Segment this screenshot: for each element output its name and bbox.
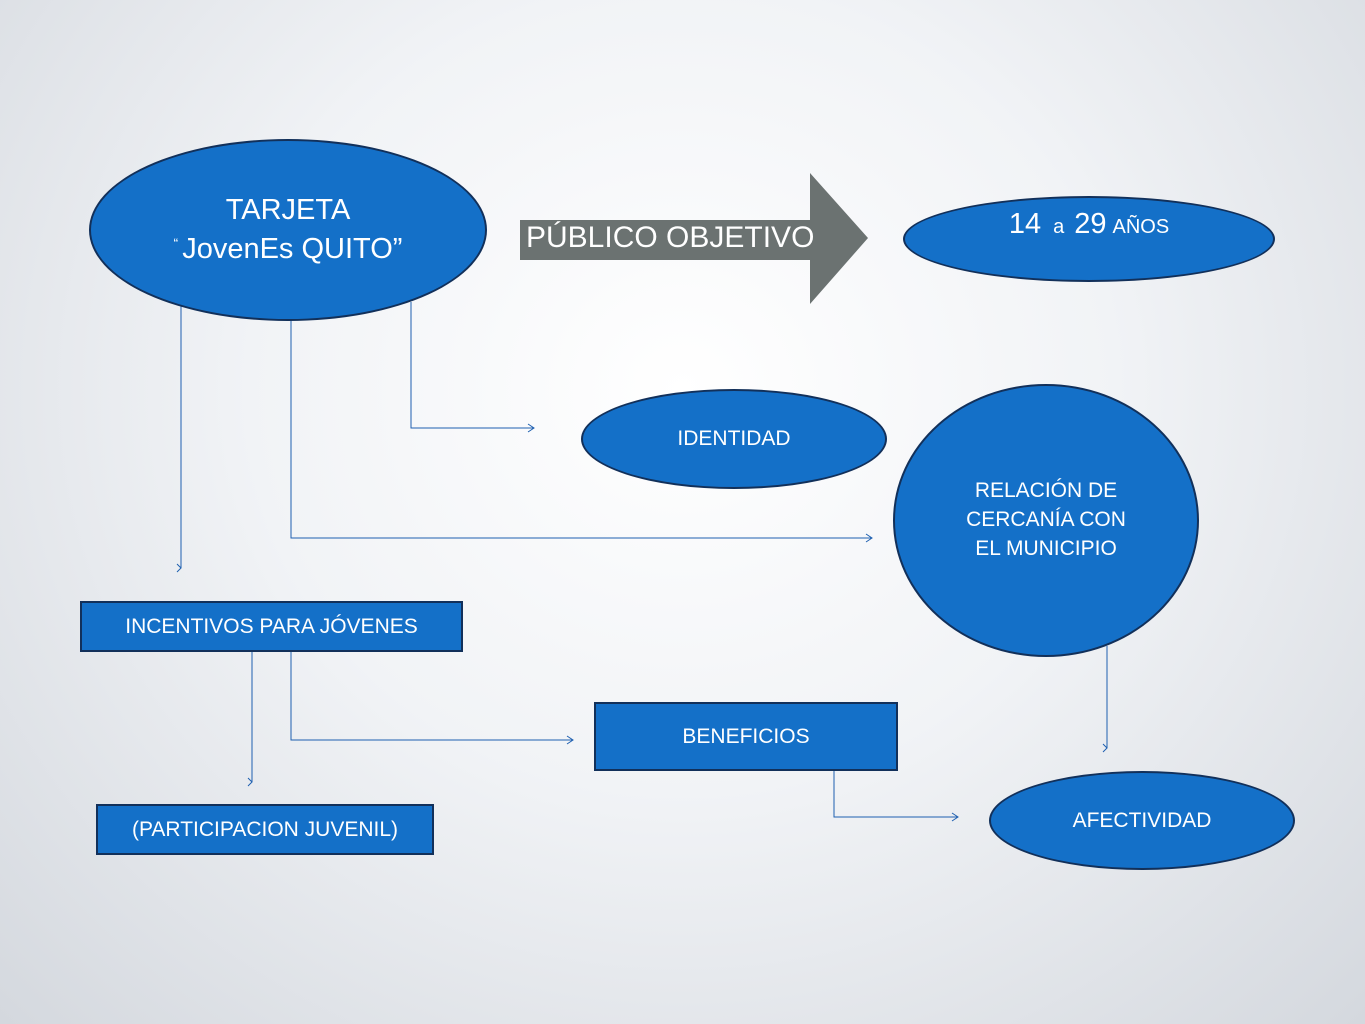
edad-from: 14: [1008, 208, 1042, 240]
beneficios-node: BENEFICIOS: [594, 702, 898, 771]
afectividad-label: AFECTIVIDAD: [1072, 808, 1212, 832]
connector-tarjeta-identidad-arrowhead: [527, 423, 535, 433]
afectividad-node: AFECTIVIDAD: [989, 771, 1295, 870]
connector-tarjeta-relacion: [290, 318, 872, 539]
relacion-node: RELACIÓN DE CERCANÍA CON EL MUNICIPIO: [893, 384, 1199, 657]
beneficios-label: BENEFICIOS: [682, 724, 810, 748]
edad-node: 14 a 29 AÑOS: [903, 196, 1275, 282]
connector-incentivos-participacion-arrowhead: [247, 777, 253, 787]
participacion-label: (PARTICIPACION JUVENIL): [131, 817, 399, 841]
relacion-line1: RELACIÓN DE: [974, 479, 1118, 503]
connector-beneficios-afectividad: [833, 770, 958, 818]
participacion-node: (PARTICIPACION JUVENIL): [96, 804, 434, 855]
publico-objetivo-arrow: [520, 173, 868, 304]
incentivos-label: INCENTIVOS PARA JÓVENES: [125, 614, 418, 638]
edad-to: 29: [1074, 208, 1107, 240]
tarjeta-subtitle: “JovenEs QUITO”: [174, 230, 403, 269]
connector-incentivos-beneficios: [290, 652, 573, 741]
incentivos-node: INCENTIVOS PARA JÓVENES: [80, 601, 463, 652]
connector-relacion-afectividad-arrowhead: [1102, 743, 1108, 753]
tarjeta-title: TARJETA: [225, 193, 351, 226]
publico-objetivo-label: PÚBLICO OBJETIVO: [526, 221, 815, 254]
edad-unit: AÑOS: [1112, 216, 1170, 238]
tarjeta-open-quote: “: [173, 235, 179, 251]
tarjeta-name: JovenEs QUITO”: [182, 233, 403, 265]
identidad-node: IDENTIDAD: [581, 389, 887, 489]
connector-beneficios-afectividad-arrowhead: [951, 812, 959, 822]
identidad-label: IDENTIDAD: [677, 427, 791, 450]
relacion-line3: EL MUNICIPIO: [975, 536, 1117, 560]
connector-tarjeta-relacion-arrowhead: [865, 533, 873, 543]
connector-tarjeta-incentivos-arrowhead: [176, 563, 182, 573]
edad-sep: a: [1053, 216, 1065, 238]
connector-tarjeta-identidad: [410, 302, 534, 429]
tarjeta-node: TARJETA “JovenEs QUITO”: [89, 139, 487, 321]
relacion-line2: CERCANÍA CON: [966, 508, 1126, 532]
connector-incentivos-beneficios-arrowhead: [566, 735, 574, 745]
